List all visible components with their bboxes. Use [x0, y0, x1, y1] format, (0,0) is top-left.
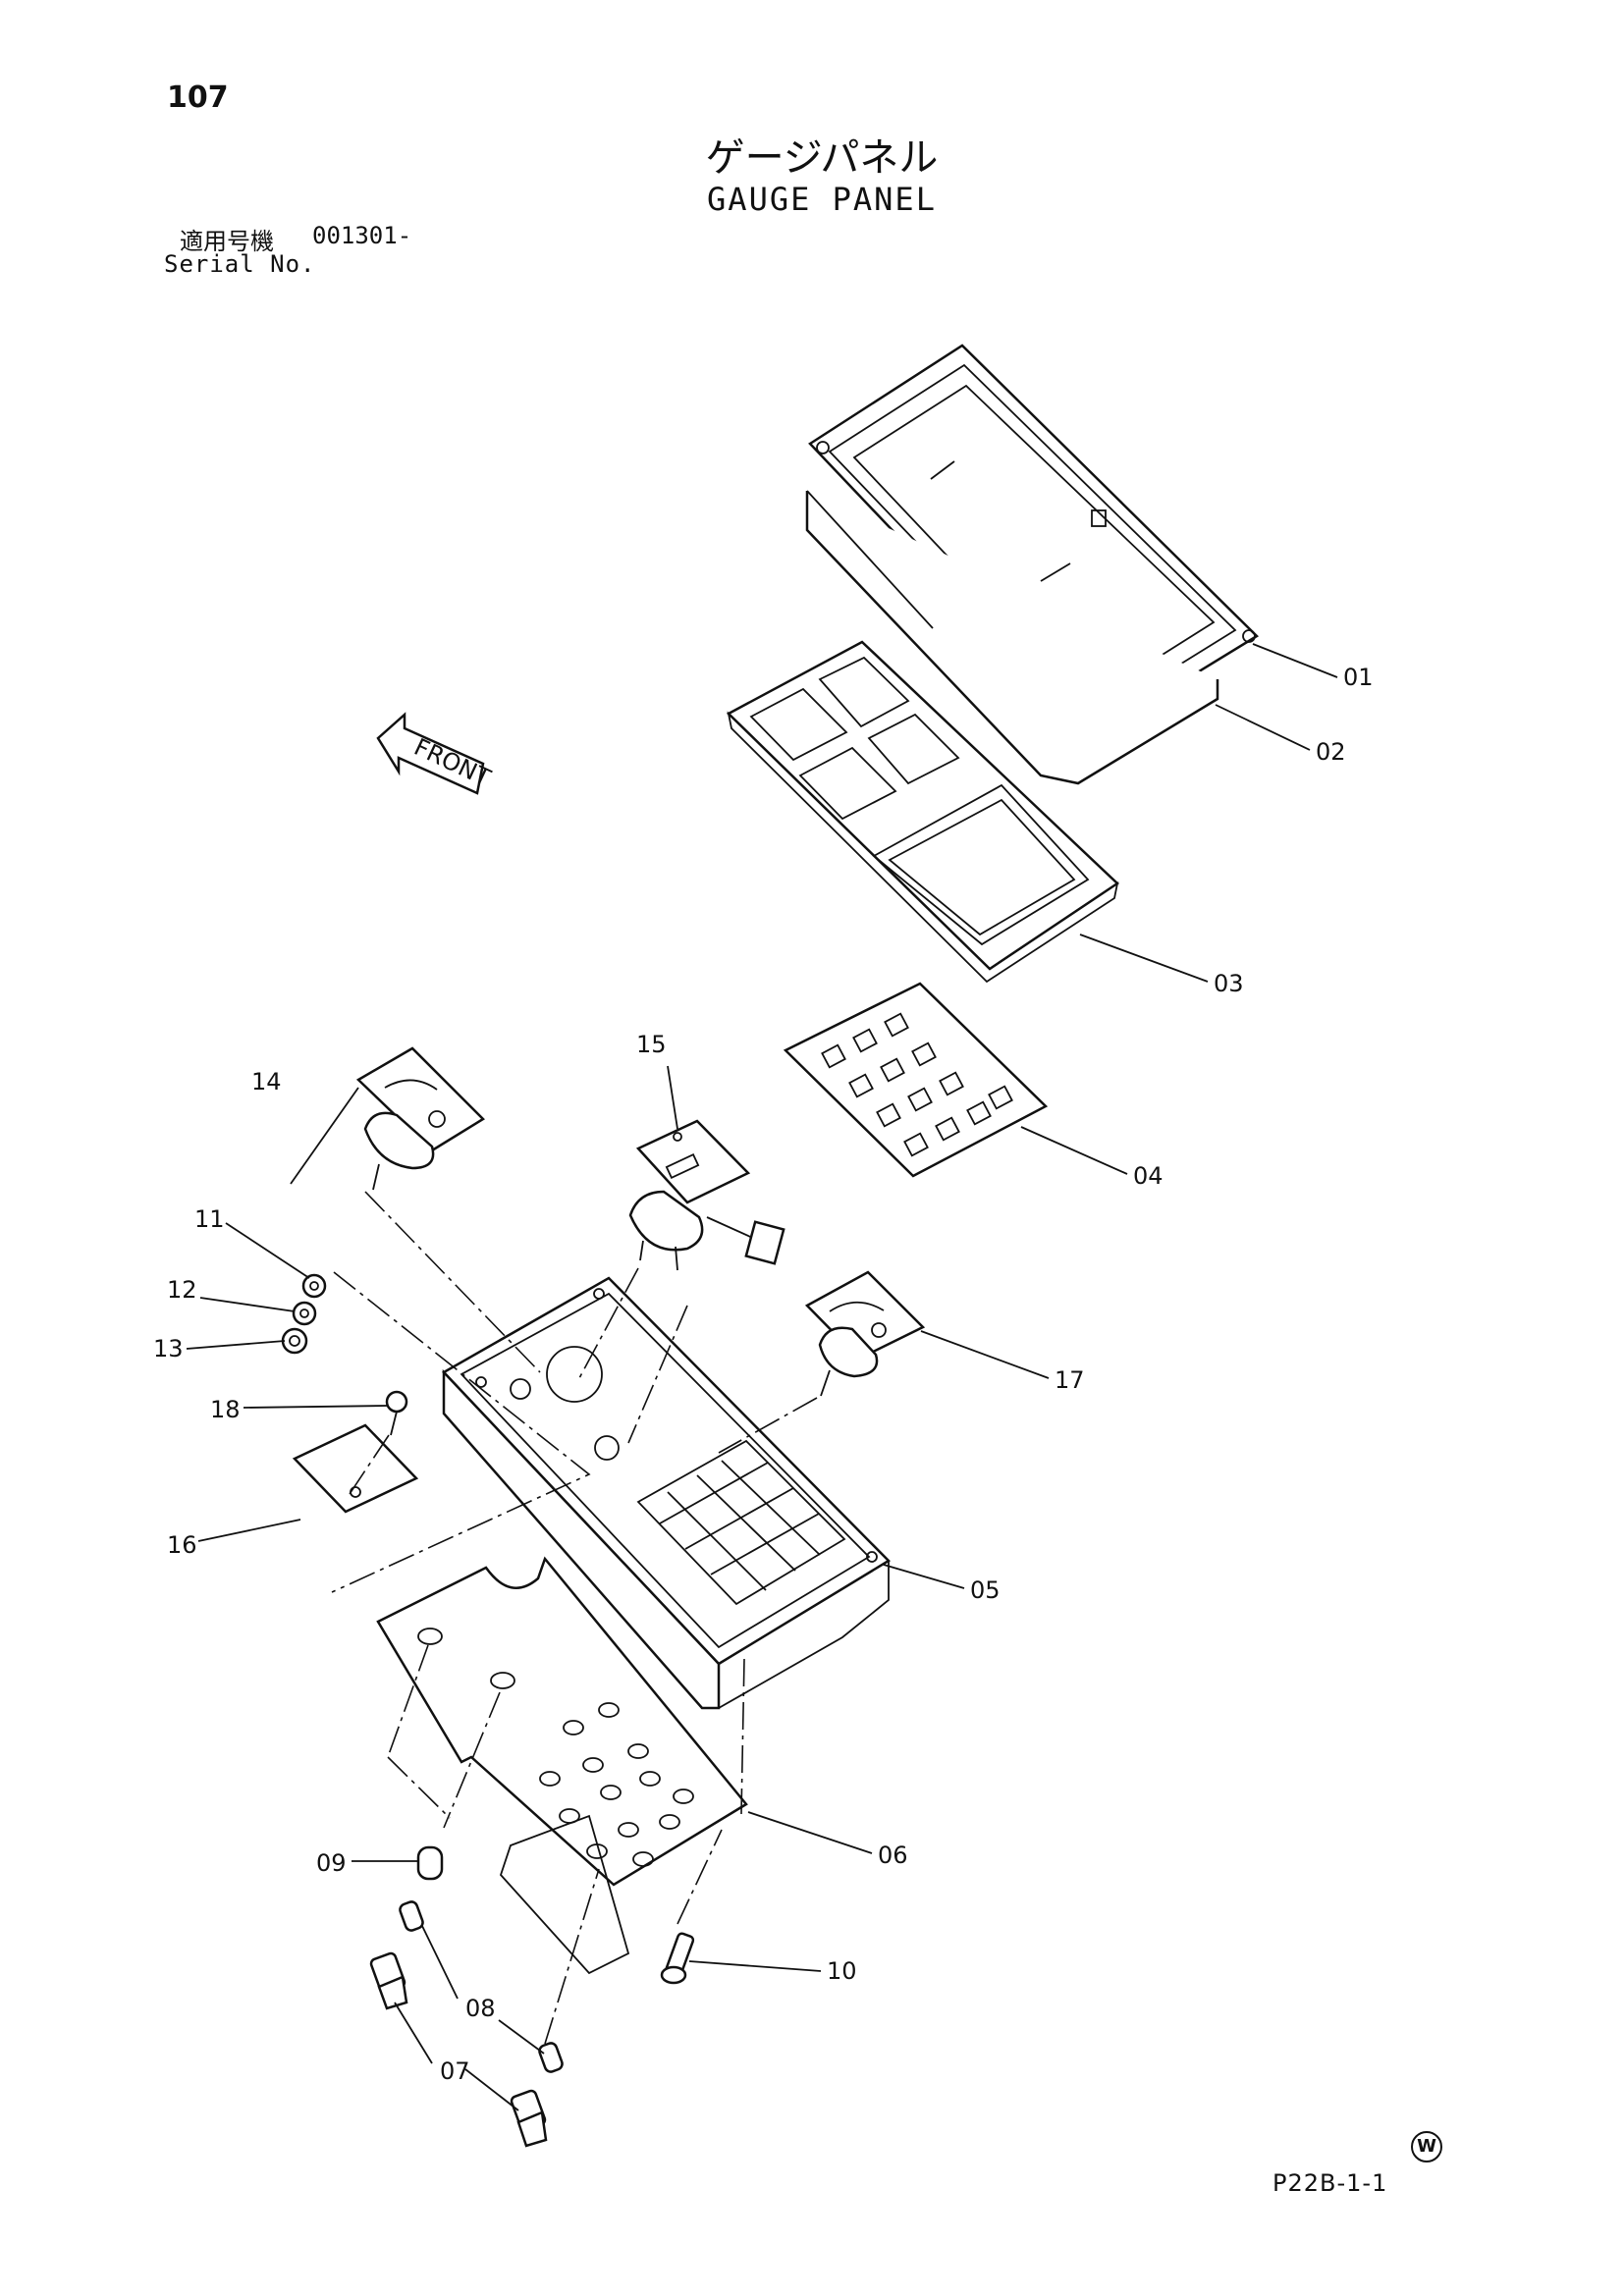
- part-17-gauge: [804, 1270, 926, 1397]
- page-number: 107: [167, 80, 229, 115]
- callout-17: 17: [1055, 1366, 1085, 1394]
- w-mark-icon: W: [1411, 2131, 1442, 2163]
- serial-label-english: Serial No.: [164, 250, 316, 278]
- callout-15: 15: [636, 1031, 667, 1058]
- callout-05: 05: [970, 1576, 1001, 1604]
- part-07-switch-right: [510, 2089, 548, 2148]
- callout-06: 06: [878, 1842, 908, 1869]
- callout-03: 03: [1214, 970, 1244, 997]
- serial-label-japanese: 適用号機: [180, 228, 274, 255]
- part-11-nut: [301, 1273, 327, 1299]
- leader-lines: [186, 643, 1338, 2111]
- part-06-board: [376, 1556, 748, 1975]
- part-14-gauge: [355, 1046, 486, 1191]
- callout-02: 02: [1316, 738, 1346, 766]
- part-04-keypad: [783, 982, 1049, 1178]
- title-japanese: ゲージパネル: [705, 135, 939, 181]
- front-arrow-icon: FRONT: [376, 712, 495, 795]
- callout-12: 12: [167, 1276, 197, 1304]
- part-16-plate: [292, 1423, 419, 1514]
- callout-07-left: 07: [440, 2057, 470, 2085]
- part-09-cap: [416, 1845, 444, 1881]
- part-18-screw: [385, 1390, 408, 1436]
- callout-01: 01: [1343, 664, 1374, 691]
- callout-09: 09: [316, 1849, 347, 1877]
- part-08-knob-right: [538, 2042, 564, 2073]
- part-13-nut: [281, 1327, 308, 1355]
- assembly-lines: [331, 1191, 818, 2045]
- part-07-switch-left: [369, 1951, 408, 2010]
- part-15-gauge: [628, 1119, 785, 1271]
- callout-16: 16: [167, 1531, 197, 1559]
- callout-14: 14: [251, 1068, 282, 1095]
- part-08-knob-left: [399, 1900, 424, 1932]
- callout-08-left: 08: [465, 1995, 496, 2022]
- part-12-washer: [292, 1301, 317, 1326]
- reference-code: P22B-1-1: [1272, 2169, 1388, 2197]
- part-02-housing: [805, 490, 1219, 785]
- callout-18: 18: [210, 1396, 241, 1423]
- serial-value: 001301-: [312, 222, 412, 249]
- callout-13: 13: [153, 1335, 184, 1362]
- callout-04: 04: [1133, 1162, 1164, 1190]
- part-10-screw: [660, 1932, 695, 1985]
- title-english: GAUGE PANEL: [707, 181, 937, 218]
- part-03-lens-plate: [726, 640, 1119, 984]
- callout-10: 10: [827, 1957, 857, 1985]
- callout-11: 11: [194, 1205, 225, 1233]
- part-05-case: [442, 1276, 892, 1710]
